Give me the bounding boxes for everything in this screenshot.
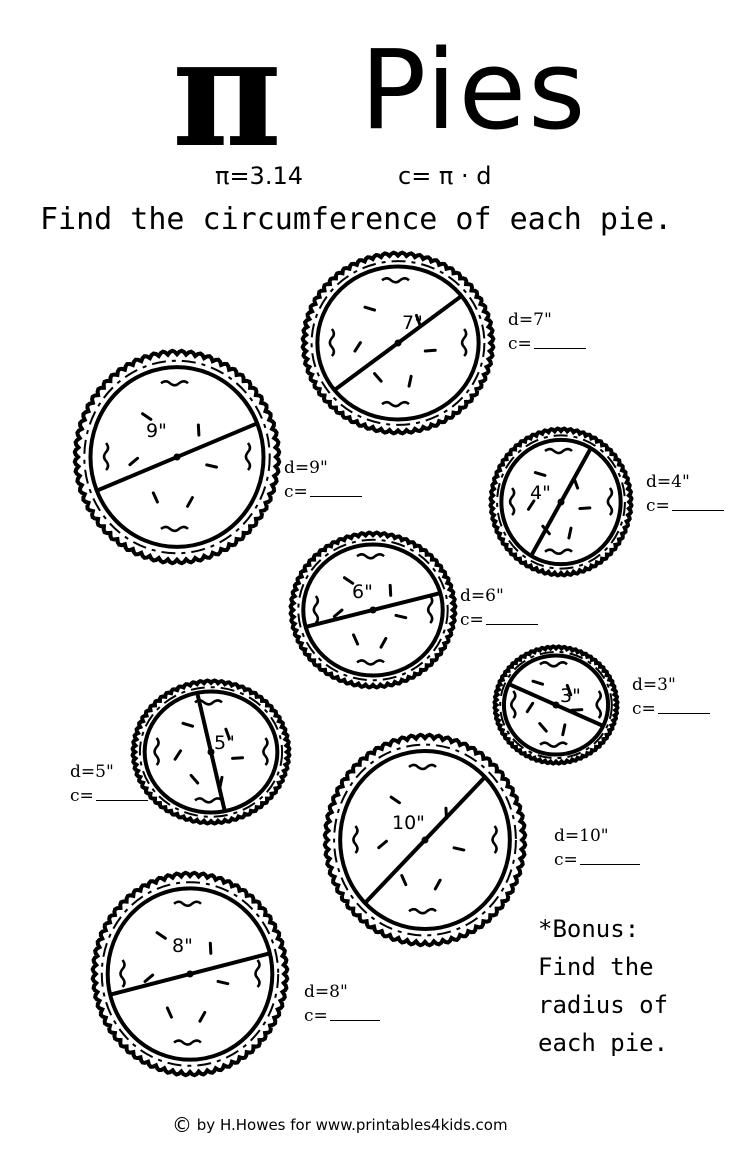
pie-7 <box>298 248 498 438</box>
pie-9-answer-blank[interactable] <box>309 482 362 497</box>
pie-6-diameter-text: d=6" <box>460 586 504 606</box>
pie-5-labels: d=5" c= <box>70 760 148 808</box>
bonus-line: radius of <box>538 991 669 1019</box>
pie-6-circumference-field[interactable]: c= <box>460 608 538 632</box>
pie-9 <box>70 346 284 568</box>
pie-4 <box>486 424 636 580</box>
pie-drawing <box>72 348 282 566</box>
pie-3-diameter-label: 3" <box>560 685 581 707</box>
pie-3-circumference-field[interactable]: c= <box>632 697 710 721</box>
pie-3-diameter-text: d=3" <box>632 675 676 695</box>
pie-9-circumference-field[interactable]: c= <box>284 480 362 504</box>
pie-6-diameter-label: 6" <box>352 581 373 603</box>
pie-10-answer-blank[interactable] <box>579 850 640 865</box>
pie-8-labels: d=8" c= <box>304 980 380 1028</box>
pi-symbol-title: π <box>172 5 282 181</box>
pie-7-diameter-text: d=7" <box>508 310 552 330</box>
pie-7-circumference-field[interactable]: c= <box>508 332 586 356</box>
pie-drawing <box>288 530 458 690</box>
pie-4-diameter-text: d=4" <box>646 472 690 492</box>
pie-6-answer-blank[interactable] <box>485 610 538 625</box>
pie-4-labels: d=4" c= <box>646 470 724 518</box>
pie-4-diameter-label: 4" <box>530 482 551 504</box>
pie-10-labels: d=10" c= <box>554 824 640 872</box>
copyright-icon: © <box>172 1113 192 1137</box>
footer-credit: © by H.Howes for www.printables4kids.com <box>172 1113 508 1137</box>
pie-5 <box>128 676 294 828</box>
bonus-line: each pie. <box>538 1029 669 1057</box>
pie-6-labels: d=6" c= <box>460 584 538 632</box>
pie-5-answer-blank[interactable] <box>95 786 148 801</box>
title-pies: Pies <box>360 26 588 154</box>
pie-5-diameter-label: 5" <box>214 732 235 754</box>
pie-drawing <box>322 732 528 948</box>
pie-5-diameter-text: d=5" <box>70 762 114 782</box>
pie-7-answer-blank[interactable] <box>533 334 586 349</box>
circumference-formula: c= π · d <box>398 162 492 190</box>
pie-5-circumference-field[interactable]: c= <box>70 784 148 808</box>
pie-7-diameter-label: 7" <box>402 312 423 334</box>
pie-8-diameter-text: d=8" <box>304 982 348 1002</box>
pie-8-diameter-label: 8" <box>172 935 193 957</box>
bonus-prompt: *Bonus: Find the radius of each pie. <box>538 910 668 1062</box>
pie-9-diameter-label: 9" <box>146 420 167 442</box>
pie-10-diameter-text: d=10" <box>554 826 609 846</box>
pie-drawing <box>130 678 292 826</box>
pie-10-diameter-label: 10" <box>392 812 425 834</box>
footer-text: by H.Howes for www.printables4kids.com <box>196 1116 508 1134</box>
pie-3 <box>490 642 622 768</box>
bonus-line: Find the <box>538 953 654 981</box>
pie-6 <box>286 528 460 692</box>
pie-9-diameter-text: d=9" <box>284 458 328 478</box>
pie-8-answer-blank[interactable] <box>329 1006 380 1021</box>
pie-3-labels: d=3" c= <box>632 673 710 721</box>
pie-8-circumference-field[interactable]: c= <box>304 1004 380 1028</box>
pie-4-answer-blank[interactable] <box>671 496 724 511</box>
pie-10 <box>320 730 530 950</box>
pie-3-answer-blank[interactable] <box>657 699 710 714</box>
pie-9-labels: d=9" c= <box>284 456 362 504</box>
instructions: Find the circumference of each pie. <box>40 202 673 237</box>
pie-drawing <box>492 644 620 766</box>
pi-value: π=3.14 <box>215 162 303 190</box>
pie-drawing <box>488 426 634 578</box>
bonus-line: *Bonus: <box>538 915 640 943</box>
pie-4-circumference-field[interactable]: c= <box>646 494 724 518</box>
pie-7-labels: d=7" c= <box>508 308 586 356</box>
pie-10-circumference-field[interactable]: c= <box>554 848 640 872</box>
pie-drawing <box>90 870 290 1078</box>
pie-drawing <box>300 250 496 436</box>
pie-8 <box>88 868 292 1080</box>
